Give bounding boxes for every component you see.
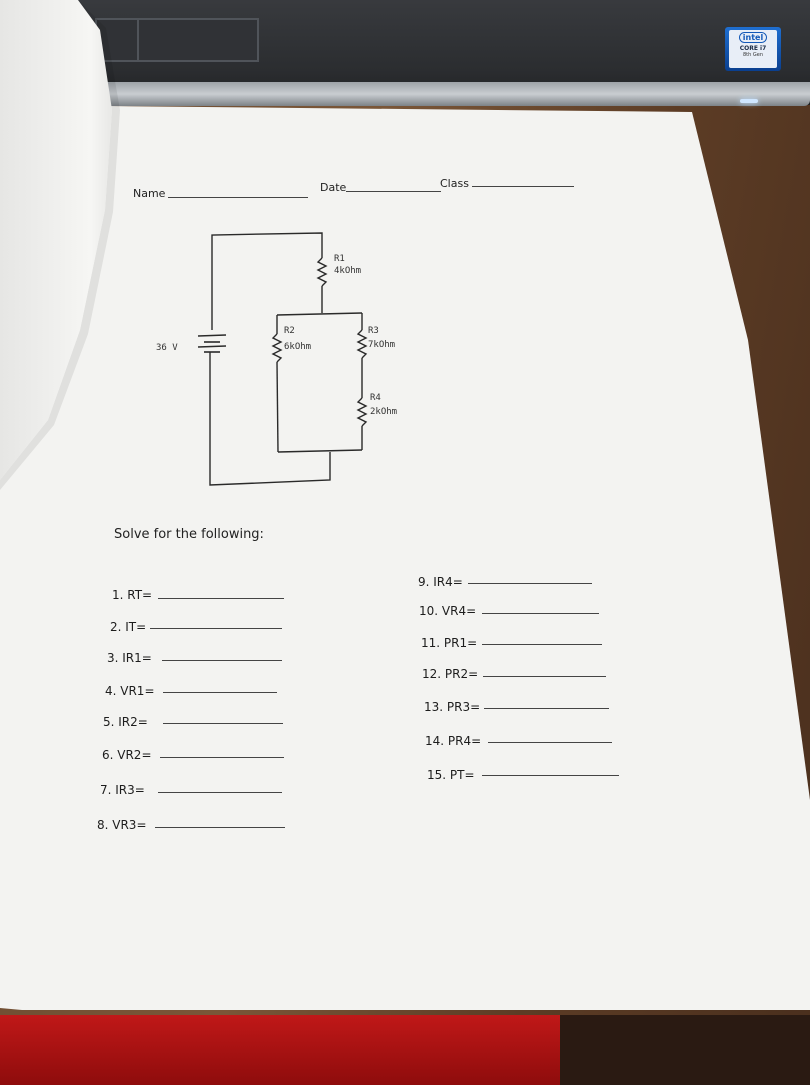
name-label: Name xyxy=(133,187,166,200)
question-13: 13. PR3= xyxy=(424,700,481,714)
wire-node-top xyxy=(276,312,363,316)
source-label: 36 V xyxy=(156,343,178,353)
question-5: 5. IR2= xyxy=(103,715,148,729)
answer-line-1[interactable] xyxy=(158,598,284,599)
question-11: 11. PR1= xyxy=(421,636,478,650)
wire-r2-bottom xyxy=(276,361,279,453)
r4-value: 2kOhm xyxy=(370,407,397,417)
r3-resistor xyxy=(356,329,368,359)
r3-value: 7kOhm xyxy=(368,340,395,350)
wire-top-left xyxy=(211,232,323,330)
intel-logo: intel xyxy=(738,32,768,43)
r4-resistor xyxy=(356,397,368,427)
question-2: 2. IT= xyxy=(110,620,147,634)
wire-bottom-left xyxy=(209,352,331,486)
instructions-text: Solve for the following: xyxy=(114,527,264,542)
question-15: 15. PT= xyxy=(427,768,475,782)
dark-floor xyxy=(560,1015,810,1085)
question-4: 4. VR1= xyxy=(105,684,155,698)
r3-name: R3 xyxy=(368,326,379,336)
r1-name: R1 xyxy=(334,254,345,264)
panel-divider xyxy=(137,20,139,60)
r2-name: R2 xyxy=(284,326,295,336)
red-fabric xyxy=(0,1015,560,1085)
date-field[interactable] xyxy=(346,191,441,192)
question-8: 8. VR3= xyxy=(97,818,147,832)
answer-line-15[interactable] xyxy=(482,775,619,776)
question-6: 6. VR2= xyxy=(102,748,152,762)
answer-line-11[interactable] xyxy=(482,644,602,645)
battery-symbol xyxy=(197,334,227,353)
answer-line-5[interactable] xyxy=(163,723,283,724)
r4-name: R4 xyxy=(370,393,381,403)
question-3: 3. IR1= xyxy=(107,651,152,665)
answer-line-4[interactable] xyxy=(163,692,277,693)
intel-gen-label: 8th Gen xyxy=(742,52,764,58)
date-label: Date xyxy=(320,181,347,194)
name-field[interactable] xyxy=(168,197,308,198)
answer-line-12[interactable] xyxy=(483,676,606,677)
question-12: 12. PR2= xyxy=(422,667,479,681)
laptop-edge xyxy=(90,82,810,106)
question-14: 14. PR4= xyxy=(425,734,482,748)
answer-line-7[interactable] xyxy=(158,792,282,793)
laptop-indicator-light xyxy=(740,99,758,103)
question-1: 1. RT= xyxy=(112,588,153,602)
question-10: 10. VR4= xyxy=(419,604,477,618)
r2-resistor xyxy=(271,333,283,363)
class-label: Class xyxy=(440,177,469,190)
answer-line-9[interactable] xyxy=(468,583,592,584)
r1-resistor xyxy=(316,257,328,287)
question-7: 7. IR3= xyxy=(100,783,145,797)
answer-line-2[interactable] xyxy=(150,628,282,629)
intel-core-label: CORE i7 xyxy=(739,45,767,52)
wire-node-bottom xyxy=(277,449,363,453)
question-9: 9. IR4= xyxy=(418,575,463,589)
r2-value: 6kOhm xyxy=(284,342,311,352)
intel-badge: intel CORE i7 8th Gen xyxy=(725,27,781,71)
answer-line-3[interactable] xyxy=(162,660,282,661)
answer-line-6[interactable] xyxy=(160,757,284,758)
answer-line-14[interactable] xyxy=(488,742,612,743)
answer-line-10[interactable] xyxy=(482,613,599,614)
answer-line-8[interactable] xyxy=(155,827,285,828)
class-field[interactable] xyxy=(472,186,574,187)
r1-value: 4kOhm xyxy=(334,266,361,276)
answer-line-13[interactable] xyxy=(484,708,609,709)
